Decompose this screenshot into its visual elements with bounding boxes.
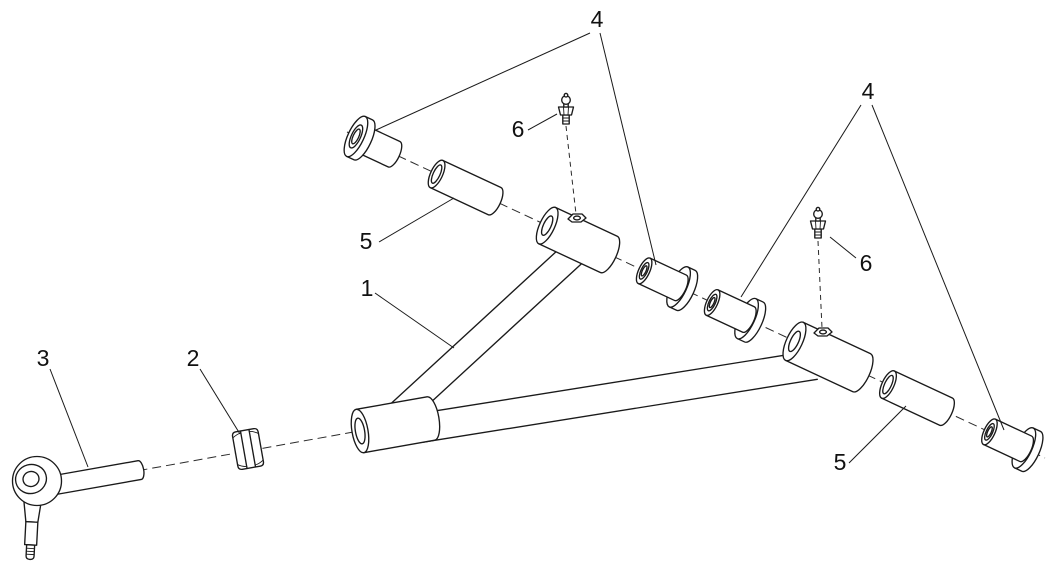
leader-3 xyxy=(49,368,89,468)
leader-5-left xyxy=(378,197,455,243)
callout-1: 1 xyxy=(361,275,374,301)
flanged-bushing-rear-right xyxy=(981,418,1044,473)
leader-4-to-rear-left-bushing xyxy=(740,104,862,298)
leader-4-to-upper-bushing xyxy=(375,32,591,131)
upper-tube xyxy=(390,241,585,424)
grease-boss-rear xyxy=(813,327,833,337)
callout-6-right: 6 xyxy=(860,250,873,276)
rear-pivot-sleeve xyxy=(782,321,874,393)
leader-2 xyxy=(199,368,241,435)
lower-tube xyxy=(417,350,818,443)
grease-fitting-left xyxy=(557,92,575,125)
hex-nut xyxy=(231,427,265,471)
tie-rod-end xyxy=(11,455,145,561)
callout-5-right: 5 xyxy=(834,449,847,475)
callout-4-top: 4 xyxy=(591,6,604,32)
grease-boss-upper xyxy=(567,213,587,223)
leader-6-left xyxy=(527,113,558,131)
leader-1 xyxy=(374,292,455,349)
callout-2: 2 xyxy=(187,345,200,371)
callout-6-left: 6 xyxy=(512,116,525,142)
leader-6-right xyxy=(829,236,857,259)
callout-5-left: 5 xyxy=(360,228,373,254)
front-socket-boss xyxy=(350,396,441,454)
rod-shaft xyxy=(52,460,145,496)
grease-fitting-right xyxy=(809,206,827,239)
flanged-bushing-upper-left xyxy=(343,115,403,168)
leader-5-right xyxy=(848,405,907,464)
leader-4-to-rear-right-bushing xyxy=(871,104,1005,431)
spacer-sleeve-upper xyxy=(427,159,504,216)
flanged-bushing-rear-left xyxy=(703,288,767,343)
control-arm xyxy=(350,206,874,454)
callout-4-right: 4 xyxy=(862,78,875,104)
leader-4-to-middle-bushing xyxy=(599,32,657,266)
spacer-sleeve-rear xyxy=(878,370,956,427)
grease-fitting-centerline-left xyxy=(565,125,577,215)
ball-housing xyxy=(11,455,63,507)
flanged-bushing-middle xyxy=(635,257,699,312)
upper-pivot-sleeve xyxy=(535,206,621,274)
callout-3: 3 xyxy=(37,345,50,371)
housing-boss-inner-ring xyxy=(22,470,40,488)
grease-fitting-centerline-right xyxy=(817,240,823,329)
leader-lines xyxy=(49,32,1005,468)
center-axis-lines xyxy=(41,125,1046,489)
